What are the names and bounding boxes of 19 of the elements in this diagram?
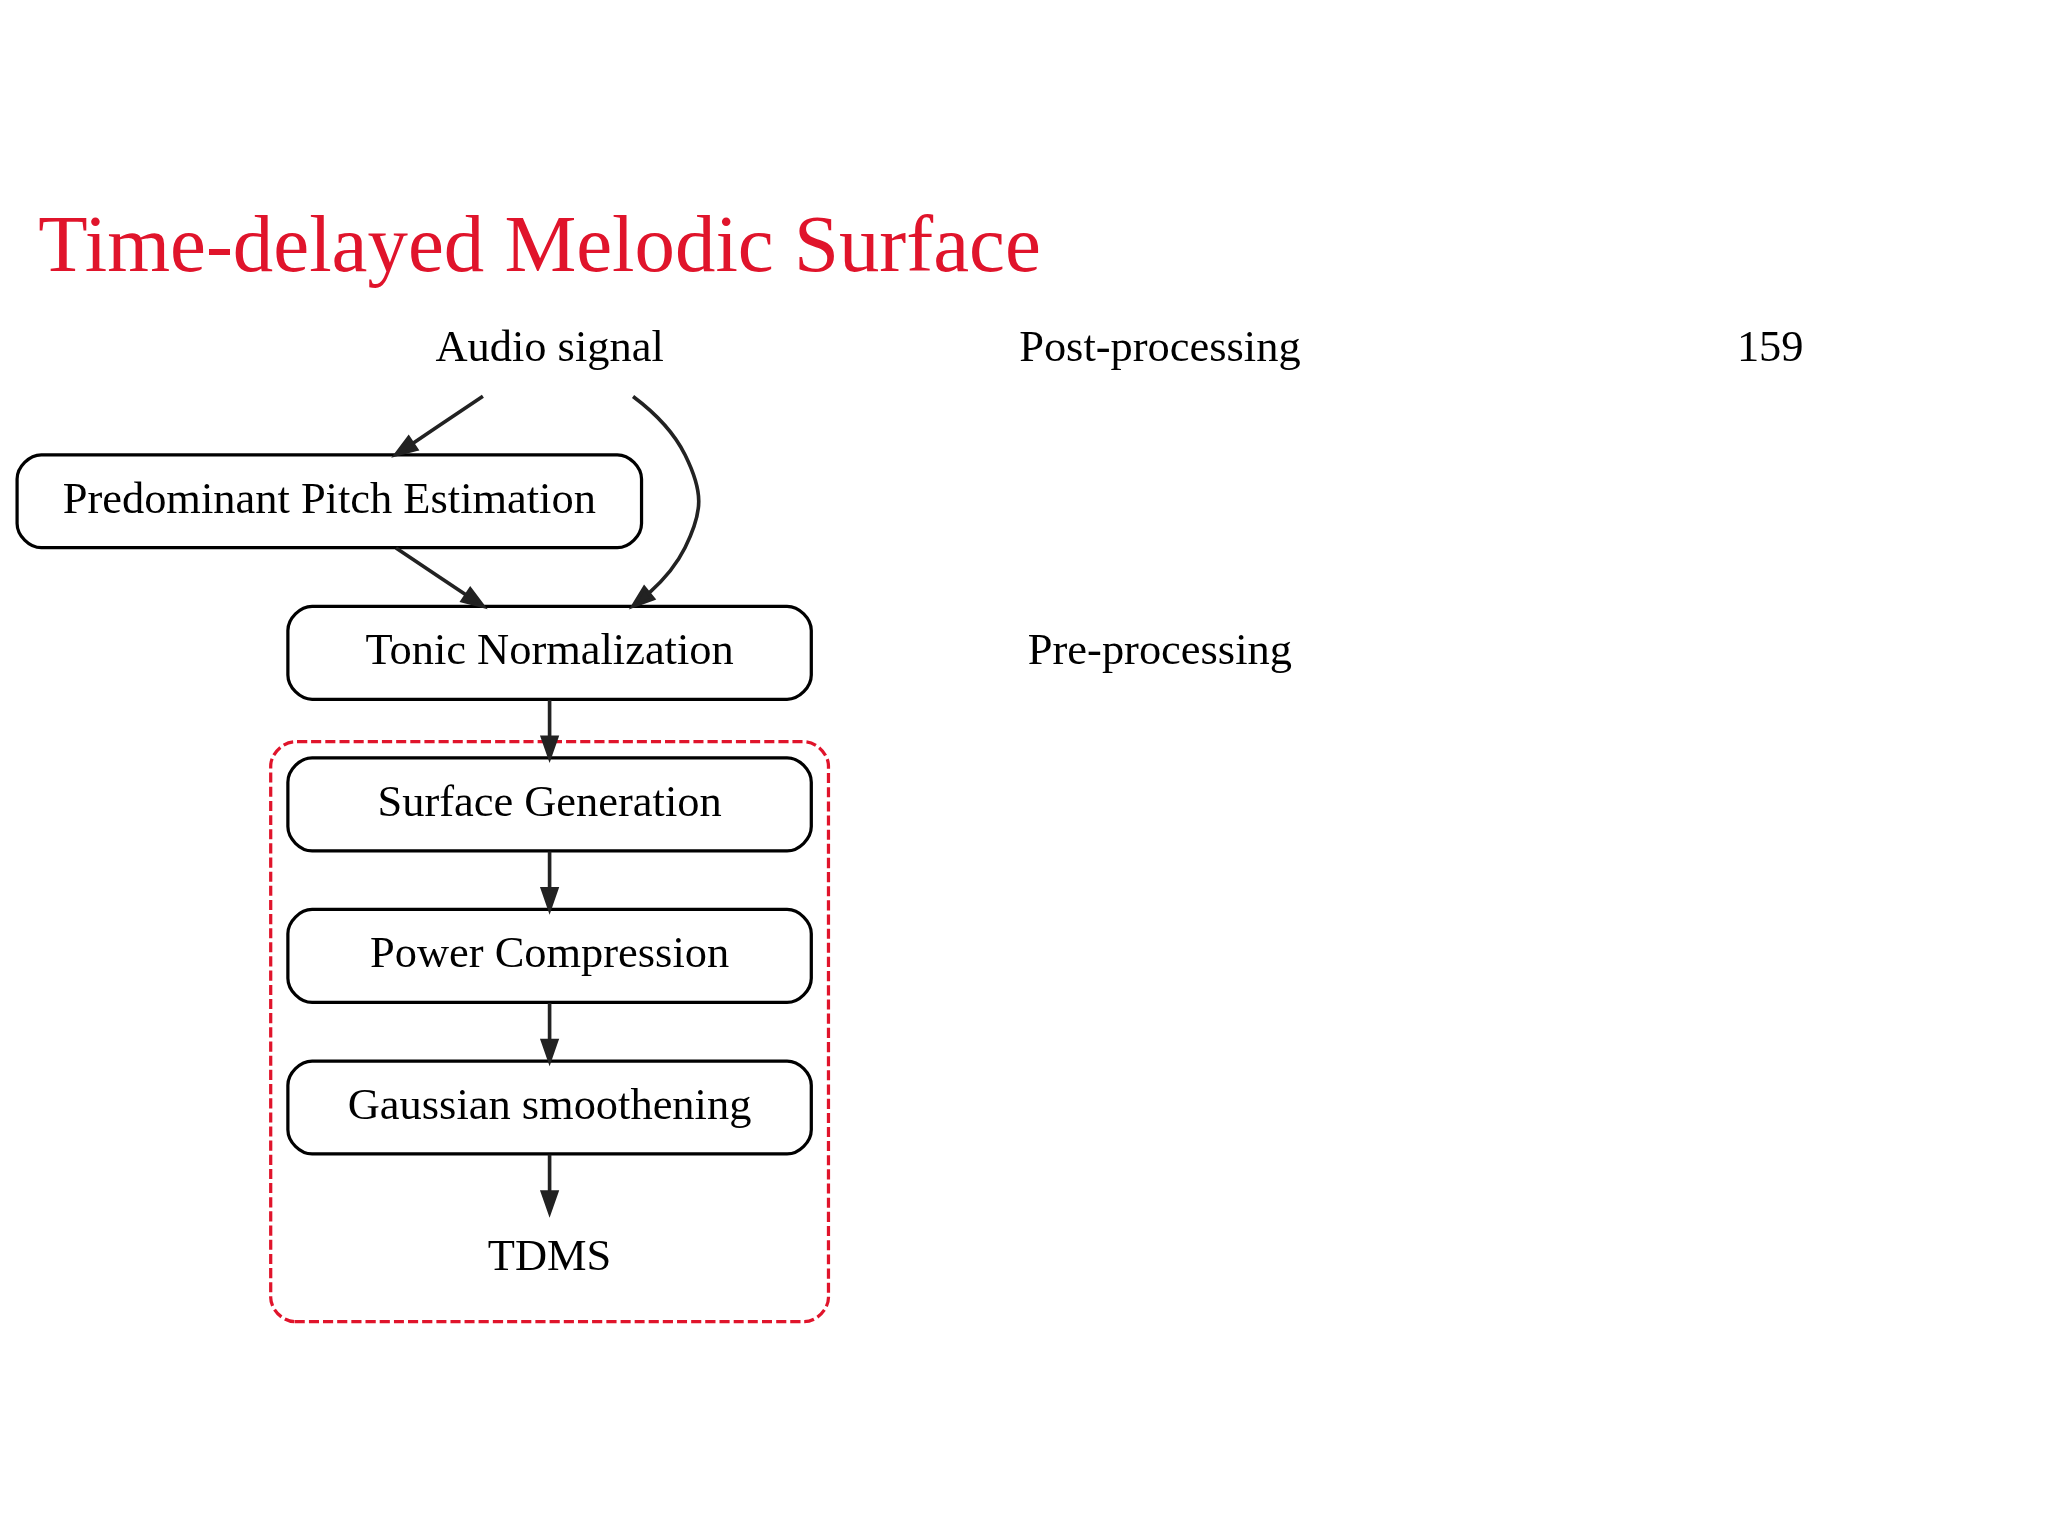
- node-box: Surface Generation: [285, 756, 813, 853]
- node-box: Predominant Pitch Estimation: [14, 453, 643, 550]
- node-text: TDMS: [487, 1230, 611, 1281]
- diagram-title: Time-delayed Melodic Surface: [37, 198, 1041, 288]
- node-text: Audio signal: [434, 320, 664, 371]
- arrow: [390, 394, 484, 458]
- label: Pre-processing: [1027, 624, 1292, 675]
- arrow: [539, 1003, 559, 1067]
- arrow: [628, 395, 701, 610]
- node-box: Gaussian smoothening: [285, 1059, 813, 1156]
- label: 159: [1736, 320, 1804, 371]
- arrow: [394, 546, 488, 610]
- cluster: [268, 740, 830, 1324]
- arrow: [539, 851, 559, 915]
- arrow: [539, 699, 559, 764]
- node-box: Power Compression: [285, 907, 813, 1005]
- label: Post-processing: [1018, 320, 1301, 371]
- arrow: [539, 1154, 559, 1218]
- node-box: Tonic Normalization: [285, 604, 813, 701]
